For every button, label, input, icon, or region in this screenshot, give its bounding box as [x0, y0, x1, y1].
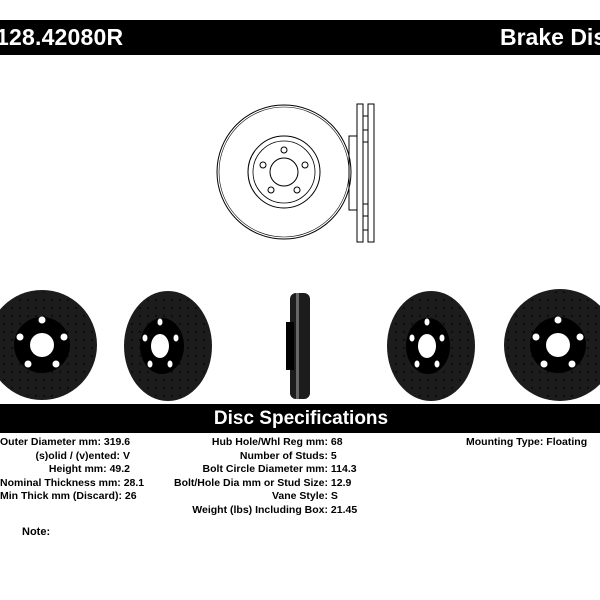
spec-row: Number of Studs: 5	[239, 449, 337, 462]
spec-row: Weight (lbs) Including Box: 21.45	[192, 503, 358, 516]
spec-row: Vane Style: S	[271, 490, 338, 502]
spec-row: Hub Hole/Whl Reg mm: 68	[211, 436, 343, 448]
specs-column-right: Mounting Type: Floating	[466, 436, 587, 450]
specs-column-middle: Hub Hole/Whl Reg mm: 68 Number of Studs:…	[160, 436, 360, 517]
part-number: 128.42080R	[0, 24, 124, 50]
disc-image-1	[0, 290, 97, 400]
spec-row: Nominal Thickness mm: 28.1	[0, 476, 145, 489]
disc-image-4	[387, 291, 475, 401]
line-drawing-side-profile	[348, 103, 375, 243]
spec-row: Height mm: 49.2	[48, 463, 130, 475]
spec-row: Mounting Type: Floating	[466, 436, 588, 448]
document-title: Brake Disc	[500, 24, 600, 50]
disc-image-3	[286, 293, 310, 399]
spec-row: Outer Diameter mm: 319.6	[0, 436, 131, 448]
spec-row: (s)olid / (v)ented: V	[35, 449, 130, 462]
disc-image-2	[124, 291, 212, 401]
spec-row: Bolt Circle Diameter mm: 114.3	[202, 463, 357, 475]
specs-column-left: Outer Diameter mm: 319.6 (s)olid / (v)en…	[0, 436, 145, 504]
specs-title: Disc Specifications	[213, 408, 389, 429]
note-label: Note:	[22, 526, 51, 538]
spec-row: Min Thick mm (Discard): 26	[0, 490, 137, 502]
spec-row: Bolt/Hole Dia mm or Stud Size: 12.9	[173, 476, 352, 489]
specs-header-bar: Disc Specifications	[0, 404, 600, 433]
disc-image-5	[504, 289, 600, 401]
line-drawing-front-view	[216, 104, 352, 240]
header-bar: 128.42080R Brake Disc	[0, 20, 600, 55]
